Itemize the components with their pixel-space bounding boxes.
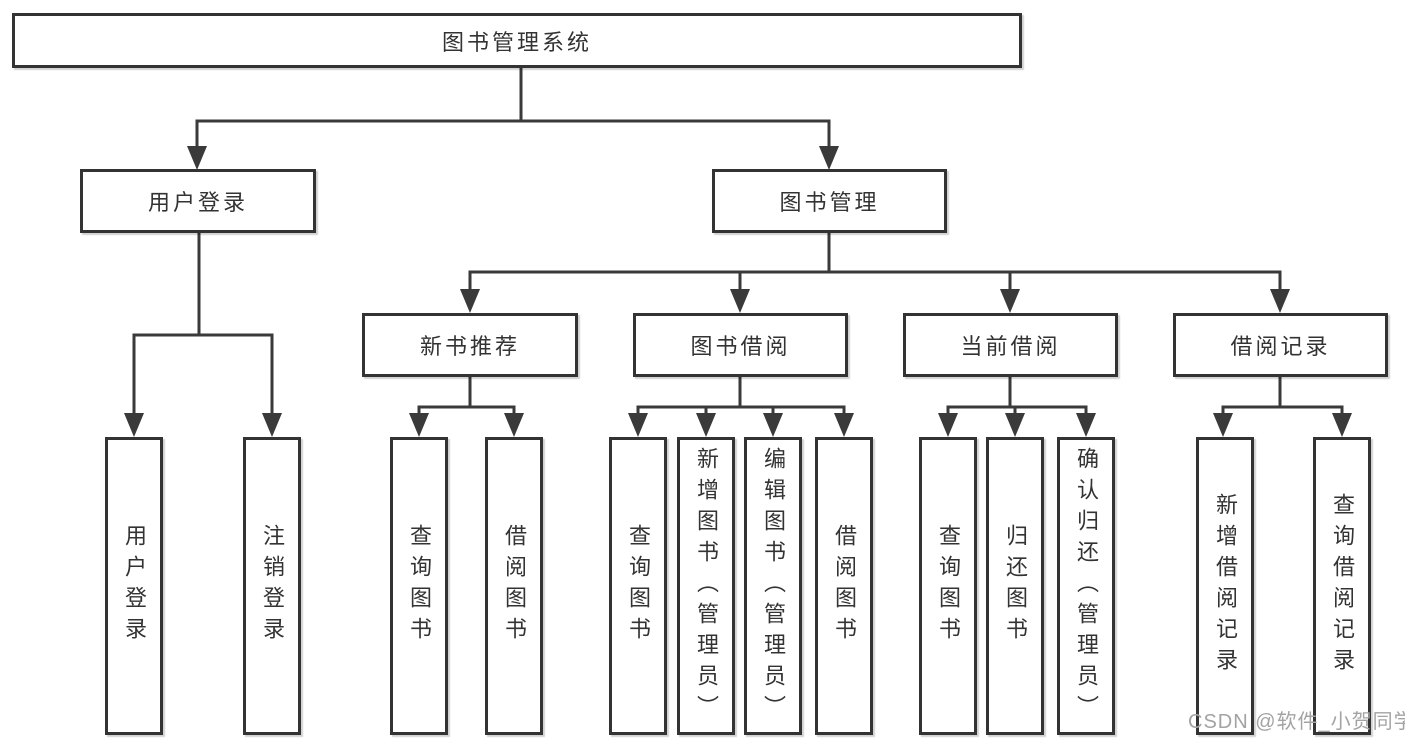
leaf-label: 查询借阅记录 [1330, 493, 1355, 679]
leaf-label: 确认归还（管理员） [1074, 446, 1099, 726]
node-label: 借阅记录 [1230, 334, 1331, 359]
leaf-label: 注销登录 [260, 524, 285, 648]
node-label: 图书借阅 [690, 334, 791, 359]
node-label: 当前借阅 [960, 334, 1061, 359]
leaf-label: 查询图书 [936, 524, 961, 648]
node-borrow-record: 借阅记录 [1173, 313, 1388, 377]
leaf-return-book: 归还图书 [986, 437, 1044, 735]
node-current-borrow: 当前借阅 [903, 313, 1118, 377]
arrowheads [124, 146, 1352, 437]
leaf-label: 借阅图书 [502, 524, 527, 648]
leaf-label: 借阅图书 [832, 524, 857, 648]
leaf-add-book-admin: 新增图书（管理员） [677, 437, 735, 735]
leaf-label: 查询图书 [407, 524, 432, 648]
leaf-label: 新增图书（管理员） [694, 446, 719, 726]
leaf-label: 用户登录 [122, 524, 147, 648]
leaf-label: 归还图书 [1003, 524, 1028, 648]
leaf-query-book-borrow: 查询图书 [609, 437, 667, 735]
node-book-management: 图书管理 [712, 169, 947, 233]
leaf-add-borrow-record: 新增借阅记录 [1196, 437, 1254, 735]
csdn-watermark: CSDN @软件_小贺同学 [1188, 711, 1405, 733]
leaf-label: 查询图书 [626, 524, 651, 648]
node-label: 新书推荐 [419, 334, 520, 359]
leaf-logout-login: 注销登录 [243, 437, 301, 735]
leaf-query-book-recommend: 查询图书 [390, 437, 448, 735]
leaf-label: 编辑图书（管理员） [761, 446, 786, 726]
node-new-book-recommend: 新书推荐 [362, 313, 578, 377]
node-label: 图书管理 [779, 190, 880, 215]
leaf-borrow-book: 借阅图书 [815, 437, 873, 735]
node-book-borrow: 图书借阅 [633, 313, 848, 377]
leaf-user-login: 用户登录 [105, 437, 163, 735]
leaf-query-borrow-record: 查询借阅记录 [1313, 437, 1371, 735]
node-label: 图书管理系统 [441, 29, 592, 55]
connector-lines [132, 66, 1344, 418]
leaf-label: 新增借阅记录 [1213, 493, 1238, 679]
node-user-login: 用户登录 [80, 169, 316, 233]
leaf-confirm-return-admin: 确认归还（管理员） [1057, 437, 1115, 735]
leaf-edit-book-admin: 编辑图书（管理员） [744, 437, 802, 735]
leaf-query-book-current: 查询图书 [919, 437, 977, 735]
node-label: 用户登录 [147, 190, 248, 215]
node-library-management-system: 图书管理系统 [12, 13, 1022, 68]
leaf-borrow-book-recommend: 借阅图书 [485, 437, 543, 735]
